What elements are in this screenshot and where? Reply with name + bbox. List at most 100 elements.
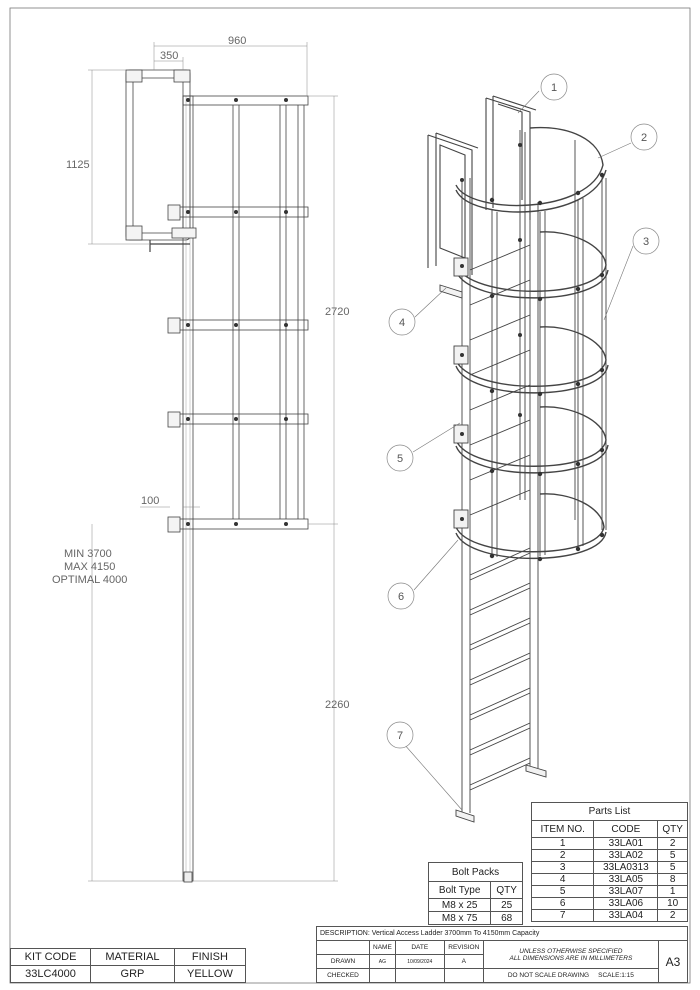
iso-stile-right <box>529 202 539 770</box>
kit-header-material: MATERIAL <box>90 948 175 966</box>
scale-cell: DO NOT SCALE DRAWING SCALE:1:15 <box>482 968 660 983</box>
revision-value: A <box>443 954 484 969</box>
balloons <box>386 73 660 749</box>
bolt-qty: 68 <box>490 911 523 925</box>
parts-item: 5 <box>530 885 595 898</box>
title-block: DESCRIPTION: Vertical Access Ladder 3700… <box>316 926 688 983</box>
parts-header-qty: QTY <box>657 820 688 838</box>
sheet-border <box>9 7 691 984</box>
dim-range-max: MAX 4150 <box>64 561 115 573</box>
parts-qty: 10 <box>657 897 688 910</box>
balloon-1: 1 <box>551 82 557 94</box>
side-elevation <box>125 69 309 883</box>
bolt-type: M8 x 25 <box>427 898 492 912</box>
parts-qty: 5 <box>657 849 688 862</box>
balloon-6: 6 <box>398 591 404 603</box>
revision-label: REVISION <box>443 940 484 955</box>
side-dimension-text: 960 350 1125 2720 100 2260 MIN 3700 MAX … <box>52 35 349 711</box>
name-label: NAME <box>369 940 396 955</box>
kit-finish: YELLOW <box>173 965 247 983</box>
parts-header-item: ITEM NO. <box>530 820 595 838</box>
parts-item: 7 <box>530 909 595 922</box>
drawn-date: 10/09/2024 <box>394 954 445 969</box>
bolt-packs-table: Bolt Packs Bolt Type QTY M8 x 25 25 M8 x… <box>427 862 523 925</box>
description-cell: DESCRIPTION: Vertical Access Ladder 3700… <box>316 926 688 941</box>
table-row: 6 33LA06 10 <box>530 897 688 910</box>
iso-rungs <box>469 244 531 791</box>
description-label: DESCRIPTION: <box>320 930 370 937</box>
parts-item: 2 <box>530 849 595 862</box>
balloon-4: 4 <box>399 317 405 329</box>
parts-code: 33LA02 <box>593 849 659 862</box>
bolt-packs-title: Bolt Packs <box>428 862 523 882</box>
table-row: 7 33LA04 2 <box>530 909 688 922</box>
parts-code: 33LA07 <box>593 885 659 898</box>
dim-range-optimal: OPTIMAL 4000 <box>52 574 127 586</box>
balloon-7: 7 <box>397 730 403 742</box>
balloon-3: 3 <box>643 236 649 248</box>
kit-code: 33LC4000 <box>9 965 92 983</box>
table-row: 1 33LA01 2 <box>530 837 688 850</box>
parts-code: 33LA05 <box>593 873 659 886</box>
kit-material: GRP <box>90 965 175 983</box>
parts-item: 4 <box>530 873 595 886</box>
table-row: M8 x 75 68 <box>427 911 523 925</box>
kit-header-code: KIT CODE <box>9 948 92 966</box>
drawn-label: DRAWN <box>316 954 370 969</box>
bolt-header-type: Bolt Type <box>427 881 492 899</box>
dimension-note: UNLESS OTHERWISE SPECIFIED ALL DIMENSION… <box>482 940 660 969</box>
parts-header-code: CODE <box>593 820 659 838</box>
kit-table: KIT CODE MATERIAL FINISH 33LC4000 GRP YE… <box>9 948 247 983</box>
dim-range-min: MIN 3700 <box>64 548 112 560</box>
drawn-name: AG <box>369 954 396 969</box>
parts-qty: 5 <box>657 861 688 874</box>
balloon-leaders <box>403 90 634 811</box>
parts-qty: 2 <box>657 837 688 850</box>
parts-list-table: Parts List ITEM NO. CODE QTY 1 33LA01 2 … <box>530 802 688 922</box>
iso-stile-left <box>461 178 471 815</box>
parts-item: 3 <box>530 861 595 874</box>
parts-item: 1 <box>530 837 595 850</box>
parts-qty: 8 <box>657 873 688 886</box>
parts-list-title: Parts List <box>531 802 688 821</box>
parts-item: 6 <box>530 897 595 910</box>
table-row: 4 33LA05 8 <box>530 873 688 886</box>
iso-brackets <box>439 257 469 529</box>
side-handrail <box>125 69 197 252</box>
parts-qty: 2 <box>657 909 688 922</box>
date-label: DATE <box>394 940 445 955</box>
side-dimensions <box>88 42 338 882</box>
dim-cage-height: 2720 <box>325 306 349 318</box>
do-not-scale: DO NOT SCALE DRAWING <box>507 972 590 979</box>
iso-hoops <box>455 126 609 559</box>
iso-cage-bars <box>491 130 607 557</box>
dim-cage-top: 1125 <box>66 159 90 171</box>
balloon-5: 5 <box>397 453 403 465</box>
parts-code: 33LA0313 <box>593 861 659 874</box>
dim-offset: 350 <box>160 50 178 62</box>
scale: SCALE:1:15 <box>598 972 634 979</box>
parts-code: 33LA06 <box>593 897 659 910</box>
parts-qty: 1 <box>657 885 688 898</box>
kit-header-finish: FINISH <box>173 948 247 966</box>
side-bolts <box>186 98 288 526</box>
checked-label: CHECKED <box>316 968 370 983</box>
iso-feet <box>455 764 547 823</box>
side-cage-bars <box>232 105 305 519</box>
balloon-numbers: 1 2 3 4 5 6 7 <box>397 82 649 742</box>
side-brackets <box>167 204 181 533</box>
isometric-view <box>427 95 609 823</box>
bolt-qty: 25 <box>490 898 523 912</box>
side-stile-foot <box>183 871 193 883</box>
table-row: 2 33LA02 5 <box>530 849 688 862</box>
sheet-size: A3 <box>658 940 688 983</box>
bolt-type: M8 x 75 <box>427 911 492 925</box>
note-line-1: UNLESS OTHERWISE SPECIFIED <box>519 947 623 955</box>
table-row: M8 x 25 25 <box>427 898 523 912</box>
dim-lower-height: 2260 <box>325 699 349 711</box>
dim-width-overall: 960 <box>228 35 246 47</box>
table-row: 3 33LA0313 5 <box>530 861 688 874</box>
balloon-2: 2 <box>641 132 647 144</box>
parts-code: 33LA04 <box>593 909 659 922</box>
